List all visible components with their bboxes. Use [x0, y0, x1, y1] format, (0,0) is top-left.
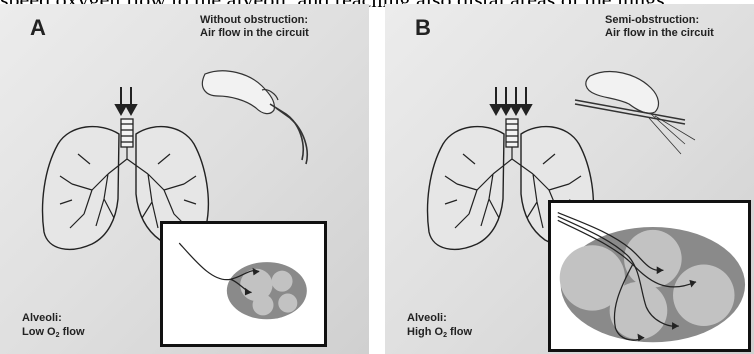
flow-label-prefix: High O: [407, 326, 443, 338]
alveoli-low-flow-diagram: [163, 224, 324, 344]
alveoli-label: Alveoli:: [407, 312, 447, 325]
hand-holding-tube: [202, 71, 307, 164]
alveoli-inset: [160, 221, 327, 347]
flow-label: High O2 flow: [407, 326, 472, 340]
flow-label-subscript: 2: [443, 332, 447, 339]
airflow-arrows: [491, 87, 531, 114]
flow-label-subscript: 2: [56, 332, 60, 339]
trachea: [506, 119, 518, 147]
alveoli-cluster: [227, 262, 307, 319]
alveoli-inset: [548, 200, 751, 352]
airflow-arrows: [116, 87, 136, 114]
alveoli-cluster: [560, 227, 745, 342]
flow-label: Low O2 flow: [22, 326, 85, 340]
alveoli-high-flow-diagram: [551, 203, 748, 349]
hand-pinching-tube: [575, 72, 695, 154]
flow-label-prefix: Low O: [22, 326, 56, 338]
panel-a: A Without obstruction: Air flow in the c…: [0, 4, 369, 354]
alveoli-label: Alveoli:: [22, 312, 62, 325]
flow-label-suffix: flow: [60, 326, 85, 338]
flow-label-suffix: flow: [447, 326, 472, 338]
panel-b: B Semi-obstruction: Air flow in the circ…: [385, 4, 754, 354]
trachea: [121, 119, 133, 147]
